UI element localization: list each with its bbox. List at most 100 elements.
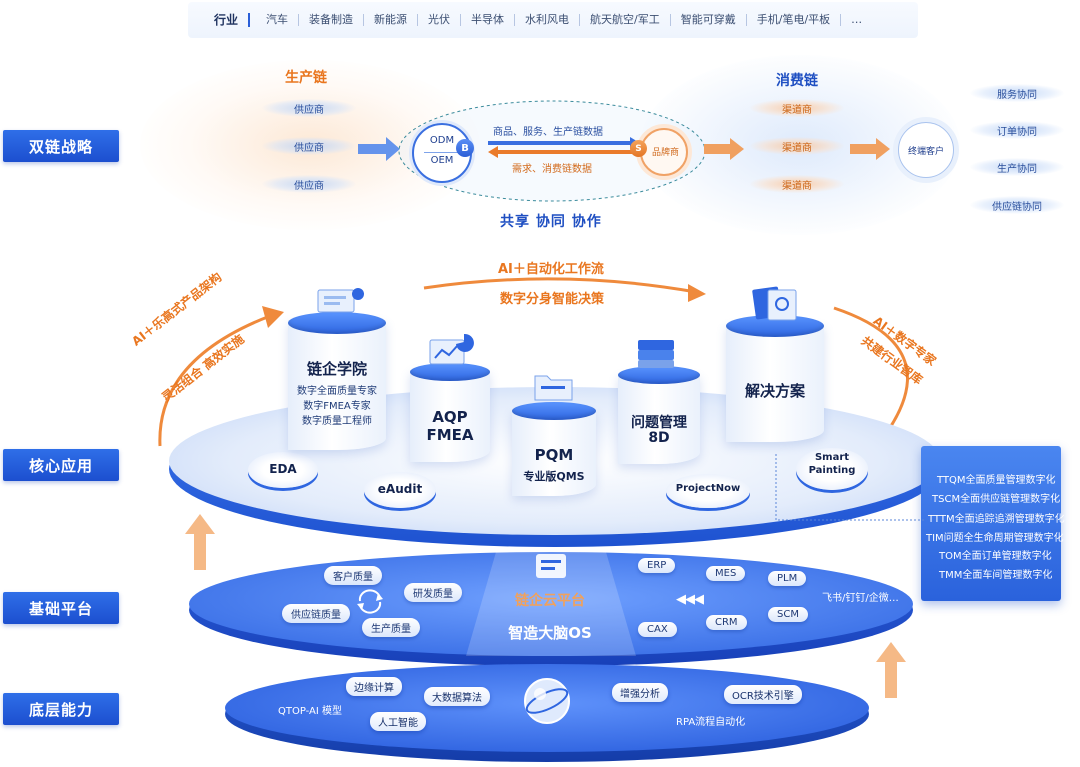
laptop-icon [317,288,364,313]
ai-chip[interactable]: 人工智能 [370,712,426,731]
supplier-pill[interactable]: 供应商 [262,137,356,155]
solution-cylinder-top [726,315,824,337]
chart-card-icon [429,333,474,365]
rd-quality-chip[interactable]: 研发质量 [404,583,462,602]
brain-os-title: 智造大脑OS [508,624,592,642]
industry-item[interactable]: 智能可穿戴 [671,14,747,26]
enhanced-analytics-chip[interactable]: 增强分析 [612,683,668,702]
pqm-cylinder[interactable] [512,410,596,496]
side-list-item[interactable]: TMM全面车间管理数字化 [939,570,1053,581]
end-customer-node[interactable]: 终端客户 [898,122,954,178]
top-curved-arrow-icon [423,277,706,302]
order-collab-pill[interactable]: 订单协同 [970,121,1064,139]
pqm-cylinder-top [512,402,596,420]
qtop-ai-model-label[interactable]: QTOP-AI 模型 [278,706,343,717]
brand-s-badge: S [630,140,647,157]
supply-quality-chip[interactable]: 供应链质量 [282,604,350,623]
row-label-strategy: 双链战略 [3,130,119,162]
pqm-sub: 专业版QMS [523,470,585,483]
eaudit-node[interactable] [364,472,436,508]
supply-collab-pill[interactable]: 供应链协同 [970,196,1064,214]
side-list-item[interactable]: TTTM全面追踪追溯管理数字化 [928,514,1065,525]
supplier-pill[interactable]: 供应商 [262,175,356,193]
cax-chip[interactable]: CAX [638,622,677,637]
channel-pill[interactable]: 渠道商 [750,99,844,117]
side-list-item[interactable]: TIM问题全生命周期管理数字化 [926,533,1064,544]
production-quality-chip[interactable]: 生产质量 [362,618,420,637]
mes-chip[interactable]: MES [706,566,746,581]
end-customer-label: 终端客户 [907,146,944,157]
industry-item[interactable]: 新能源 [364,14,419,26]
aqp-cylinder-top [410,363,490,381]
folder-icon [534,375,573,401]
arrow-right-label: 商品、服务、生产链数据 [493,127,603,138]
edge-computing-chip[interactable]: 边缘计算 [346,677,402,696]
aqp-title: AQP [432,408,468,426]
channel-pill[interactable]: 渠道商 [750,175,844,193]
cycle-icon [357,589,383,614]
row-label-bottom: 底层能力 [3,693,119,725]
customer-quality-chip[interactable]: 客户质量 [324,566,382,585]
ai-sphere-icon [524,678,570,724]
projectnow-label: ProjectNow [675,483,741,494]
industry-item[interactable]: 汽车 [256,14,300,26]
industry-bar: 行业 汽车 装备制造 新能源 光伏 半导体 水利风电 航天航空/军工 智能可穿戴… [188,2,918,38]
row-label-core: 核心应用 [3,449,119,481]
arrow-right-orange-icon [704,138,744,160]
scm-chip[interactable]: SCM [768,607,808,622]
document-stack-icon [638,340,674,368]
rpa-label[interactable]: RPA流程自动化 [676,717,746,728]
problem-8d-cylinder[interactable] [618,374,700,464]
industry-more[interactable]: … [851,13,863,26]
strategy-slogan: 共享 协同 协作 [500,214,602,230]
erp-chip[interactable]: ERP [638,558,676,573]
left-arc-arrow-icon [158,306,284,447]
academy-title: 链企学院 [306,360,367,378]
industry-item[interactable]: 航天航空/军工 [580,14,671,26]
digital-side-panel [921,446,1061,601]
eda-node[interactable] [248,452,318,488]
ocr-engine-chip[interactable]: OCR技术引擎 [724,685,802,704]
exchange-arrows-icon [488,137,640,158]
cloud-platform-icon [536,554,566,578]
industry-item[interactable]: 装备制造 [299,14,365,26]
side-list-item[interactable]: TOM全面订单管理数字化 [939,551,1052,562]
industry-item[interactable]: 水利风电 [515,14,581,26]
problem-title: 问题管理 [631,415,687,431]
arrow-up-left-icon [185,514,215,570]
academy-cylinder-top [288,312,386,334]
service-collab-pill[interactable]: 服务协同 [970,84,1064,102]
arrow-right-orange-icon [850,138,890,160]
smart-label: Smart [814,452,850,463]
side-list-item[interactable]: TTQM全面质量管理数字化 [937,475,1056,486]
brand-label: 品牌商 [652,148,680,158]
hub-b-badge: B [456,139,474,157]
arrow-up-right-icon [876,642,906,698]
plm-chip[interactable]: PLM [768,571,807,586]
solution-cylinder[interactable] [726,324,824,442]
chevrons-left-icon: ◀◀◀ [676,592,704,607]
aqp-fmea-cylinder[interactable] [410,370,490,462]
im-tools-label[interactable]: 飞书/钉钉/企微… [822,593,899,604]
channel-pill[interactable]: 渠道商 [750,137,844,155]
industry-item[interactable]: 半导体 [461,14,516,26]
side-list-item[interactable]: TSCM全面供应链管理数字化 [932,494,1061,505]
academy-sub: 数字质量工程师 [302,416,372,427]
production-collab-pill[interactable]: 生产协同 [970,158,1064,176]
big-data-chip[interactable]: 大数据算法 [424,687,490,706]
smart-painting-node[interactable] [796,448,868,490]
consumption-chain-title: 消费链 [776,73,818,89]
projectnow-node[interactable] [666,474,750,508]
industry-item[interactable]: 光伏 [418,14,462,26]
industry-item[interactable]: 手机/笔电/平板 [747,14,842,26]
academy-sub: 数字FMEA专家 [303,401,371,412]
production-chain-title: 生产链 [285,70,327,86]
supplier-pill[interactable]: 供应商 [262,99,356,117]
brand-node[interactable]: 品牌商 [640,128,688,176]
crm-chip[interactable]: CRM [706,615,747,630]
eaudit-label: eAudit [377,482,423,496]
academy-cylinder[interactable] [288,320,386,450]
row-label-base: 基础平台 [3,592,119,624]
arrow-right-blue-icon [358,137,400,161]
academy-sub: 数字全面质量专家 [297,386,377,397]
